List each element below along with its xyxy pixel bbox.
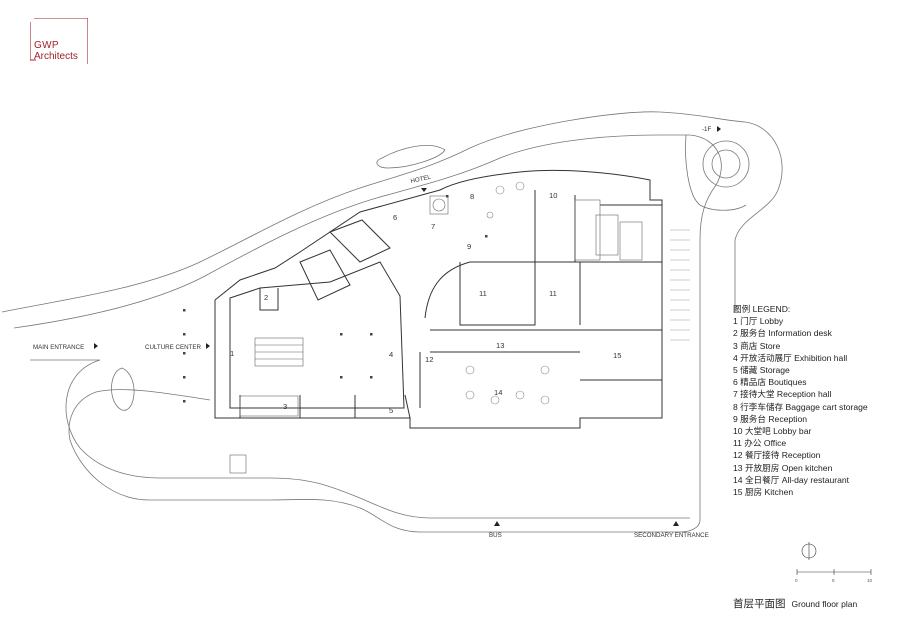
room-label-6: 6 — [393, 213, 397, 222]
secondary-entrance-label: SECONDARY ENTRANCE — [634, 532, 709, 539]
legend-item: 13 开放厨房 Open kitchen — [733, 462, 833, 473]
legend-item: 7 接待大堂 Reception hall — [733, 389, 832, 400]
legend-item: 1 门厅 Lobby — [733, 316, 784, 327]
level-marker-label: -1F — [702, 126, 712, 133]
scale-tick-5: 5 — [832, 578, 835, 583]
legend-item: 4 开放活动展厅 Exhibition hall — [733, 352, 848, 363]
site-road-lines — [1, 111, 783, 533]
logo-frame — [30, 18, 88, 64]
legend-item: 14 全日餐厅 All-day restaurant — [733, 474, 850, 485]
hotel-label: HOTEL — [410, 174, 432, 185]
room-label-10: 10 — [549, 191, 557, 200]
legend-item: 11 办公 Office — [733, 438, 787, 449]
legend-item: 15 厨房 Kitchen — [733, 487, 794, 498]
room-label-3: 3 — [283, 402, 287, 411]
hotel-arrow — [421, 188, 427, 192]
logo-text-gwp: GWP — [34, 40, 59, 51]
room-label-11a: 11 — [479, 289, 487, 298]
room-label-13: 13 — [496, 341, 504, 350]
room-label-9: 9 — [467, 242, 471, 251]
legend-item: 5 储藏 Storage — [733, 365, 790, 376]
caption-zh: 首层平面图 — [733, 598, 786, 610]
structural-columns — [183, 195, 488, 403]
scale-tick-10: 10 — [867, 578, 873, 583]
north-arrow-icon — [801, 542, 817, 560]
plan-caption: 首层平面图 Ground floor plan — [733, 596, 857, 611]
culture-center-arrow — [206, 343, 210, 349]
bus-label: BUS — [489, 532, 502, 539]
logo-text-architects: Architects — [34, 51, 78, 62]
room-label-1: 1 — [230, 349, 234, 358]
caption-en: Ground floor plan — [791, 599, 858, 609]
room-label-4: 4 — [389, 350, 393, 359]
culture-center-label: CULTURE CENTER — [145, 344, 201, 351]
room-label-15: 15 — [613, 351, 621, 360]
legend-item: 10 大堂吧 Lobby bar — [733, 426, 812, 437]
room-label-7: 7 — [431, 222, 435, 231]
main-entrance-label: MAIN ENTRANCE — [33, 344, 84, 351]
room-label-5: 5 — [389, 406, 393, 415]
legend-title: 图例 LEGEND: — [733, 304, 791, 314]
legend-item: 12 餐厅接待 Reception — [733, 450, 821, 461]
legend-item: 9 服务台 Reception — [733, 413, 808, 424]
room-label-11b: 11 — [549, 289, 557, 298]
legend-item: 6 精品店 Boutiques — [733, 377, 807, 388]
legend: 图例 LEGEND: 1 门厅 Lobby 2 服务台 Information … — [733, 303, 868, 498]
scale-bar — [796, 569, 872, 575]
legend-item: 3 商店 Store — [733, 340, 781, 351]
room-label-14: 14 — [494, 388, 502, 397]
legend-item: 8 行李车储存 Baggage cart storage — [733, 401, 868, 412]
entrance-arrows — [94, 126, 721, 526]
room-label-2: 2 — [264, 293, 268, 302]
legend-item: 2 服务台 Information desk — [733, 328, 832, 339]
interior-details — [229, 181, 643, 474]
main-entrance-arrow — [94, 343, 98, 349]
building-walls — [214, 169, 663, 429]
bus-arrow — [494, 521, 500, 526]
room-label-12: 12 — [425, 355, 433, 364]
scale-tick-0: 0 — [795, 578, 798, 583]
level-arrow — [717, 126, 721, 132]
room-label-8: 8 — [470, 192, 474, 201]
secondary-entrance-arrow — [673, 521, 679, 526]
